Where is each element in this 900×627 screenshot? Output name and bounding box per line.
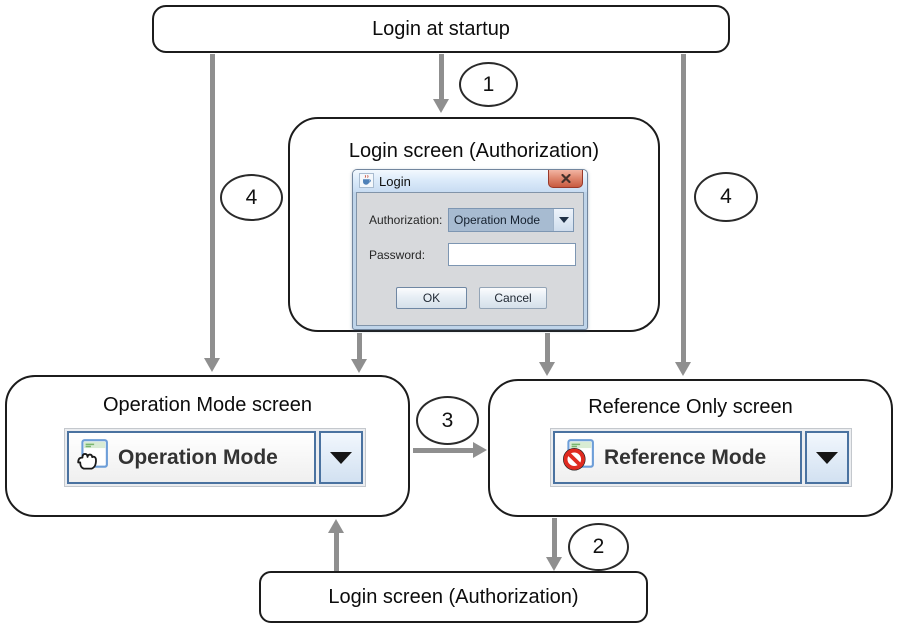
close-icon[interactable] bbox=[548, 170, 583, 188]
step-badge-1: 1 bbox=[459, 62, 518, 107]
reference-mode-button[interactable]: Reference Mode bbox=[553, 431, 802, 484]
operation-mode-dropdown[interactable]: Operation Mode bbox=[65, 429, 365, 486]
triangle-glyph bbox=[330, 451, 352, 464]
ok-button[interactable]: OK bbox=[396, 287, 467, 309]
arrow-head bbox=[433, 99, 449, 113]
arrow-shaft bbox=[210, 54, 215, 358]
cancel-button[interactable]: Cancel bbox=[479, 287, 547, 309]
node-label: Login screen (Authorization) bbox=[328, 586, 579, 608]
dialog-title: Login bbox=[379, 174, 411, 189]
dialog-content: Authorization: Operation Mode Password: … bbox=[356, 192, 584, 326]
dialog-titlebar[interactable]: Login bbox=[353, 170, 587, 192]
login-dialog-window: Login Authorization: Operation Mode Pass… bbox=[352, 169, 588, 330]
arrow-shaft bbox=[545, 333, 550, 362]
hand-window-icon bbox=[75, 438, 109, 477]
arrow-head bbox=[328, 519, 344, 533]
step-number: 2 bbox=[592, 535, 605, 558]
arrow-shaft bbox=[357, 333, 362, 359]
step-number: 3 bbox=[441, 408, 454, 432]
node-login-screen-bottom: Login screen (Authorization) bbox=[259, 571, 648, 623]
arrow-head bbox=[675, 362, 691, 376]
arrow-shaft bbox=[681, 54, 686, 362]
step-badge-4-left: 4 bbox=[220, 174, 283, 221]
step-badge-4-right: 4 bbox=[694, 172, 758, 222]
node-login-at-startup: Login at startup bbox=[152, 5, 730, 53]
arrow-head bbox=[546, 557, 562, 571]
authorization-selected-value: Operation Mode bbox=[454, 213, 541, 227]
step-number: 4 bbox=[245, 185, 258, 209]
reference-mode-label: Reference Mode bbox=[604, 445, 767, 469]
dropdown-arrow-icon[interactable] bbox=[553, 209, 573, 231]
reference-mode-dropdown[interactable]: Reference Mode bbox=[551, 429, 851, 486]
arrow-head bbox=[351, 359, 367, 373]
arrow-shaft bbox=[552, 518, 557, 557]
arrow-head bbox=[473, 442, 487, 458]
prohibition-window-icon bbox=[561, 438, 595, 477]
arrow-shaft bbox=[334, 533, 339, 571]
authorization-label: Authorization: bbox=[369, 213, 443, 227]
step-badge-3: 3 bbox=[416, 396, 479, 445]
chevron-down-icon[interactable] bbox=[805, 431, 849, 484]
operation-mode-button[interactable]: Operation Mode bbox=[67, 431, 316, 484]
node-label: Login screen (Authorization) bbox=[348, 140, 600, 162]
arrow-head bbox=[539, 362, 555, 376]
arrow-shaft bbox=[439, 54, 444, 99]
step-number: 4 bbox=[720, 185, 732, 208]
step-number: 1 bbox=[482, 72, 495, 96]
java-cup-icon bbox=[359, 173, 374, 188]
arrow-shaft bbox=[413, 448, 473, 453]
operation-mode-label: Operation Mode bbox=[118, 445, 278, 469]
triangle-glyph bbox=[558, 217, 569, 223]
authorization-combobox[interactable]: Operation Mode bbox=[448, 208, 574, 232]
node-label: Login at startup bbox=[372, 18, 510, 40]
password-field[interactable] bbox=[448, 243, 576, 266]
triangle-glyph bbox=[816, 451, 838, 464]
arrow-head bbox=[204, 358, 220, 372]
node-label: Reference Only screen bbox=[588, 396, 793, 418]
chevron-down-icon[interactable] bbox=[319, 431, 363, 484]
node-label: Operation Mode screen bbox=[102, 394, 312, 416]
step-badge-2: 2 bbox=[568, 523, 629, 571]
password-label: Password: bbox=[369, 248, 426, 262]
